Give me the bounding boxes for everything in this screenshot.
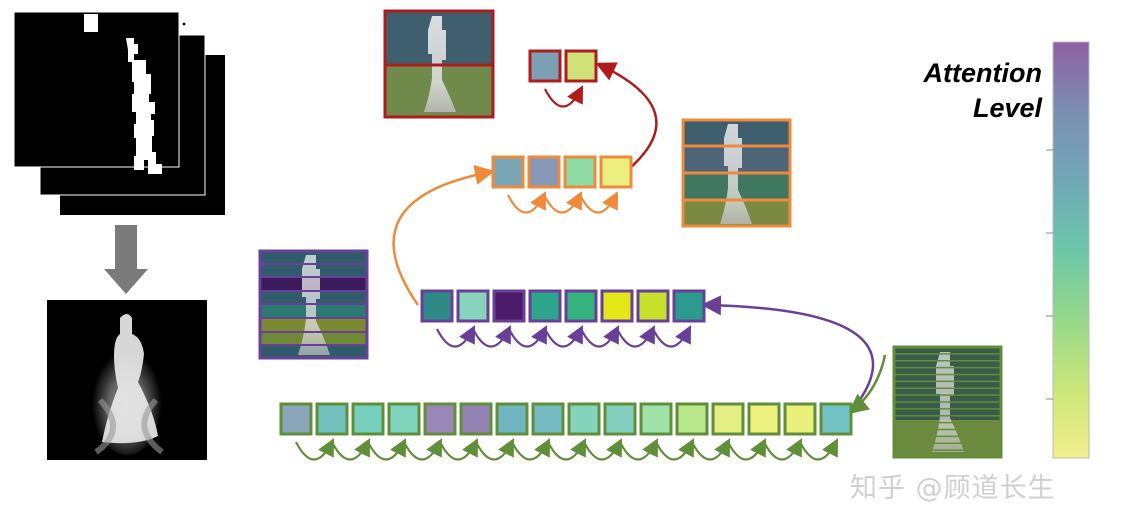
connector-arrow-8-to-4 <box>392 165 495 306</box>
local-arrow <box>403 438 443 461</box>
token-cell <box>387 402 421 436</box>
token-row-level-2 <box>528 49 598 108</box>
local-arrow <box>295 438 335 461</box>
token-cell <box>564 289 598 323</box>
connector-arrow-16-to-8 <box>701 295 875 414</box>
token-cell <box>675 402 709 436</box>
silhouette-frame-front <box>13 11 180 168</box>
token-cell <box>420 289 454 323</box>
token-cell <box>456 289 490 323</box>
token-cell <box>423 402 457 436</box>
token-cell <box>711 402 745 436</box>
token-cell <box>564 49 598 83</box>
token-cell <box>600 289 634 323</box>
legend-title-line2: Level <box>972 93 1042 124</box>
token-row-level-4 <box>491 155 633 214</box>
token-cell <box>747 402 781 436</box>
token-cell <box>492 289 526 323</box>
ellipsis-dot <box>168 12 172 16</box>
ellipsis-dot <box>182 22 186 26</box>
strip-image-level-4 <box>681 118 792 228</box>
token-cell <box>491 155 525 189</box>
local-arrow <box>475 438 515 461</box>
token-cell <box>599 155 633 189</box>
local-arrow <box>619 438 659 461</box>
local-arrow <box>547 438 587 461</box>
connector-arrow-4-to-2 <box>595 62 658 169</box>
local-arrow <box>579 191 619 214</box>
token-cell <box>567 402 601 436</box>
silhouette-figure <box>126 38 162 174</box>
local-arrow <box>507 191 547 214</box>
token-cell <box>672 289 706 323</box>
token-cell <box>819 402 853 436</box>
token-cell <box>639 402 673 436</box>
silhouette-speck <box>84 14 98 32</box>
local-arrow <box>543 191 583 214</box>
watermark-text: 知乎 @顾道长生 <box>850 473 1056 504</box>
token-cell <box>636 289 670 323</box>
local-arrow <box>655 438 695 461</box>
local-arrow <box>436 325 476 348</box>
local-arrow <box>508 325 548 348</box>
token-cell <box>351 402 385 436</box>
attention-colorbar <box>1052 41 1090 459</box>
local-arrow <box>544 325 584 348</box>
local-arrow <box>511 438 551 461</box>
strip-image-level-16 <box>892 345 1003 459</box>
legend-title: Attention Level <box>880 56 1042 126</box>
local-arrow <box>331 438 371 461</box>
local-arrow <box>763 438 803 461</box>
attention-rows <box>279 49 853 461</box>
strip-image-level-8 <box>258 249 369 360</box>
token-cell <box>459 402 493 436</box>
token-cell <box>528 289 562 323</box>
local-arrow <box>472 325 512 348</box>
token-cell <box>279 402 313 436</box>
token-cell <box>528 49 562 83</box>
local-arrow <box>544 85 584 108</box>
local-arrow <box>616 325 656 348</box>
token-row-level-16 <box>279 402 853 461</box>
token-cell <box>531 402 565 436</box>
local-arrow <box>583 438 623 461</box>
token-cell <box>783 402 817 436</box>
legend-title-line1: Attention <box>923 58 1042 88</box>
local-arrow <box>799 438 839 461</box>
local-arrow <box>580 325 620 348</box>
local-arrow <box>652 325 692 348</box>
token-cell <box>495 402 529 436</box>
local-arrow <box>439 438 479 461</box>
token-cell <box>315 402 349 436</box>
token-cell <box>563 155 597 189</box>
gait-energy-image <box>47 300 207 460</box>
connector-arrow-16-to-8-green <box>848 354 887 415</box>
token-row-level-8 <box>420 289 706 348</box>
token-cell <box>527 155 561 189</box>
token-cell <box>603 402 637 436</box>
strip-image-level-2 <box>383 9 495 119</box>
local-arrow <box>727 438 767 461</box>
down-arrow-icon <box>104 225 148 294</box>
local-arrow <box>691 438 731 461</box>
local-arrow <box>367 438 407 461</box>
ellipsis-dot <box>175 17 179 21</box>
attention-legend <box>1046 41 1090 459</box>
silhouette-stack <box>13 11 225 215</box>
